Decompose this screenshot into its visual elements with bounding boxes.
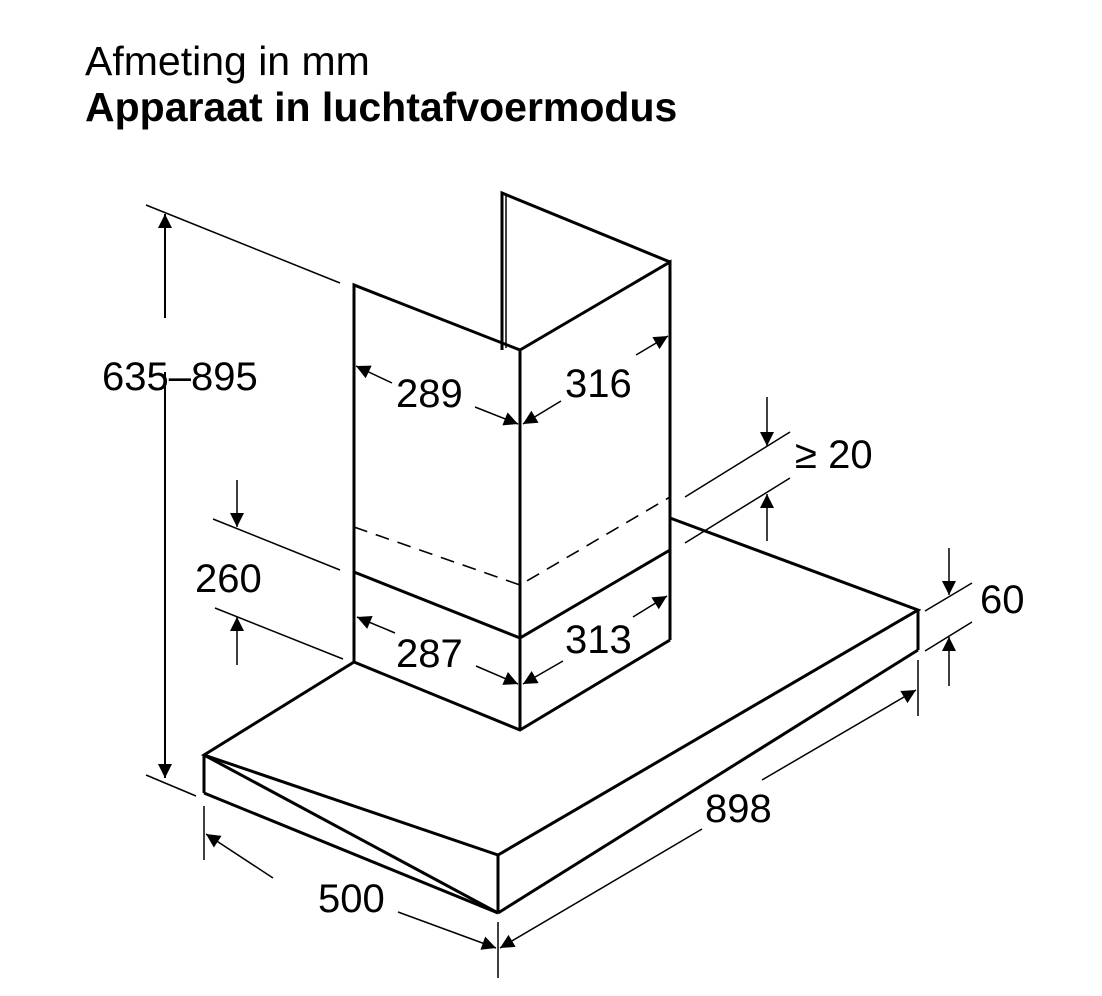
label-chimney-lower-width: 313 [565,618,632,662]
diagram-subtitle: Apparaat in luchtafvoermodus [85,84,678,130]
diagram-title: Afmeting in mm [85,38,370,84]
label-total-height: 635–895 [102,355,258,399]
label-hood-thickness: 60 [980,578,1025,622]
dim-total-height [145,204,341,797]
dim-hood-width [497,660,919,978]
label-chimney-lower-depth: 287 [396,632,463,676]
label-clearance: ≥ 20 [795,433,873,477]
dim-chimney-upper-width [522,335,669,425]
label-hood-width: 898 [705,787,772,831]
telescopic-overlap-line [353,496,671,586]
chimney-upper [352,190,672,730]
dim-hood-depth [203,806,497,950]
dim-chimney-lower-width [522,595,668,685]
dim-hood-thickness [924,548,973,686]
dim-chimney-lower-depth [356,615,519,685]
dim-clearance [684,397,791,544]
dim-chimney-upper-depth [355,365,519,426]
dim-chimney-lower-height [212,480,344,665]
label-hood-depth: 500 [318,877,385,921]
label-chimney-upper-depth: 289 [396,372,463,416]
label-chimney-lower-height: 260 [195,557,262,601]
hood-body [201,516,922,915]
label-chimney-upper-width: 316 [565,362,632,406]
chimney-lower [352,548,671,732]
